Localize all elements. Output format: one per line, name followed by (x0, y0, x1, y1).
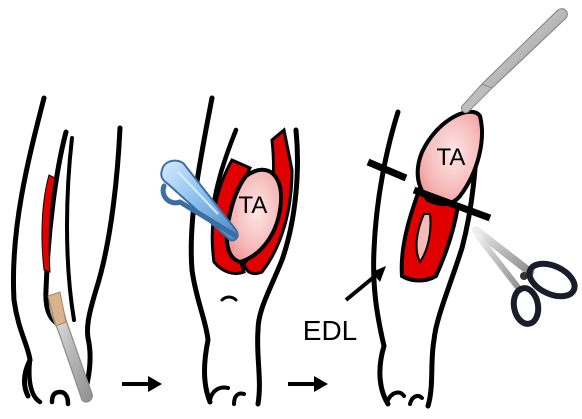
scissors-icon (476, 230, 580, 326)
upper-cut-line (368, 162, 406, 178)
knee-line (222, 297, 236, 300)
foot-outline (210, 388, 244, 405)
foot-outline (388, 393, 422, 404)
leg-outline-left (191, 98, 212, 402)
panel-1-leg (13, 98, 120, 404)
spatula-icon (461, 9, 567, 113)
ta-label-panel-2: TA (239, 192, 268, 219)
leg-middle-line (67, 138, 74, 320)
edl-label: EDL (303, 315, 357, 346)
leg-outline-left (374, 112, 398, 404)
arrow-right-icon (288, 376, 328, 392)
arrow-right-icon (122, 376, 162, 392)
edl-pointer: EDL (303, 266, 386, 346)
ta-label-panel-3: TA (437, 144, 466, 171)
foot-outline (29, 360, 68, 404)
leg-outline-left (13, 98, 44, 396)
scalpel-icon (48, 292, 92, 402)
leg-outline-right (84, 128, 120, 396)
